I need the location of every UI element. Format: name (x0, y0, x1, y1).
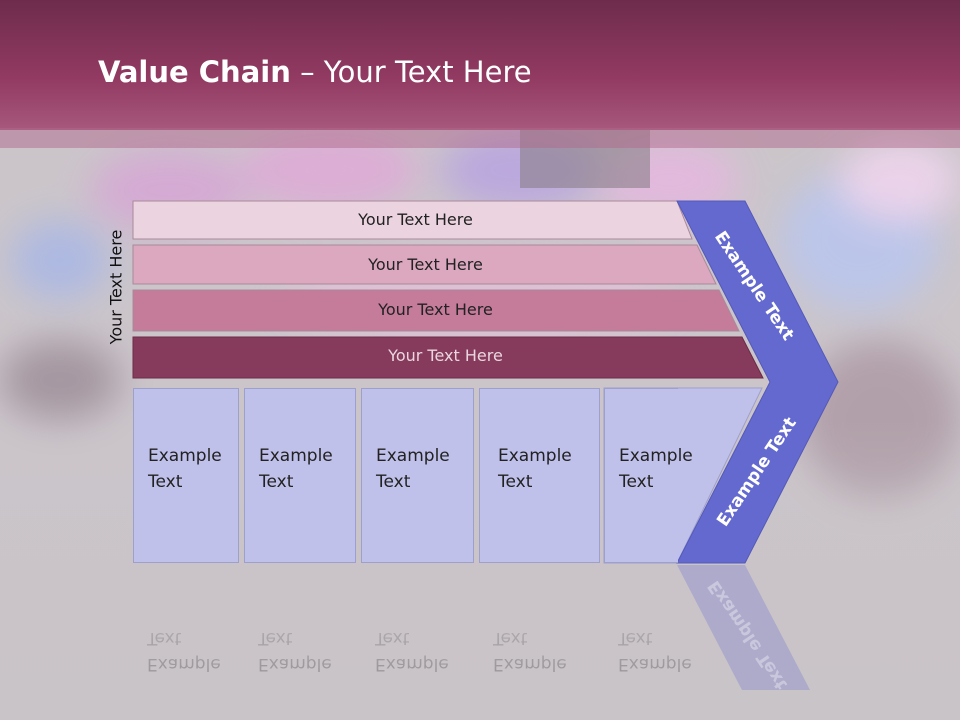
bar-4-label: Your Text Here (388, 346, 503, 365)
cell-4-line1: Example (498, 446, 572, 466)
bar-1: Your Text Here (133, 201, 678, 239)
cell-5-line2: Text (619, 472, 654, 492)
bar-1-label: Your Text Here (358, 210, 473, 229)
cell-5-line1: Example (619, 446, 693, 466)
cell-3-line1: Example (376, 446, 450, 466)
bar-2-label: Your Text Here (368, 255, 483, 274)
slide-title: Value Chain – Your Text Here (98, 55, 532, 89)
cell-1-line1: Example (148, 446, 222, 466)
cell-4-line2: Text (498, 472, 533, 492)
vertical-axis-label: Your Text Here (106, 229, 126, 345)
bar-2: Your Text Here (133, 246, 698, 284)
cell-2-line2: Text (259, 472, 294, 492)
cell-1-line2: Text (148, 472, 183, 492)
title-rest: – Your Text Here (290, 55, 532, 89)
bar-3: Your Text Here (133, 291, 718, 329)
bar-4: Your Text Here (133, 337, 738, 375)
bar-3-label: Your Text Here (378, 300, 493, 319)
cell-3-line2: Text (376, 472, 411, 492)
cell-2-line1: Example (259, 446, 333, 466)
title-bold: Value Chain (98, 55, 291, 89)
